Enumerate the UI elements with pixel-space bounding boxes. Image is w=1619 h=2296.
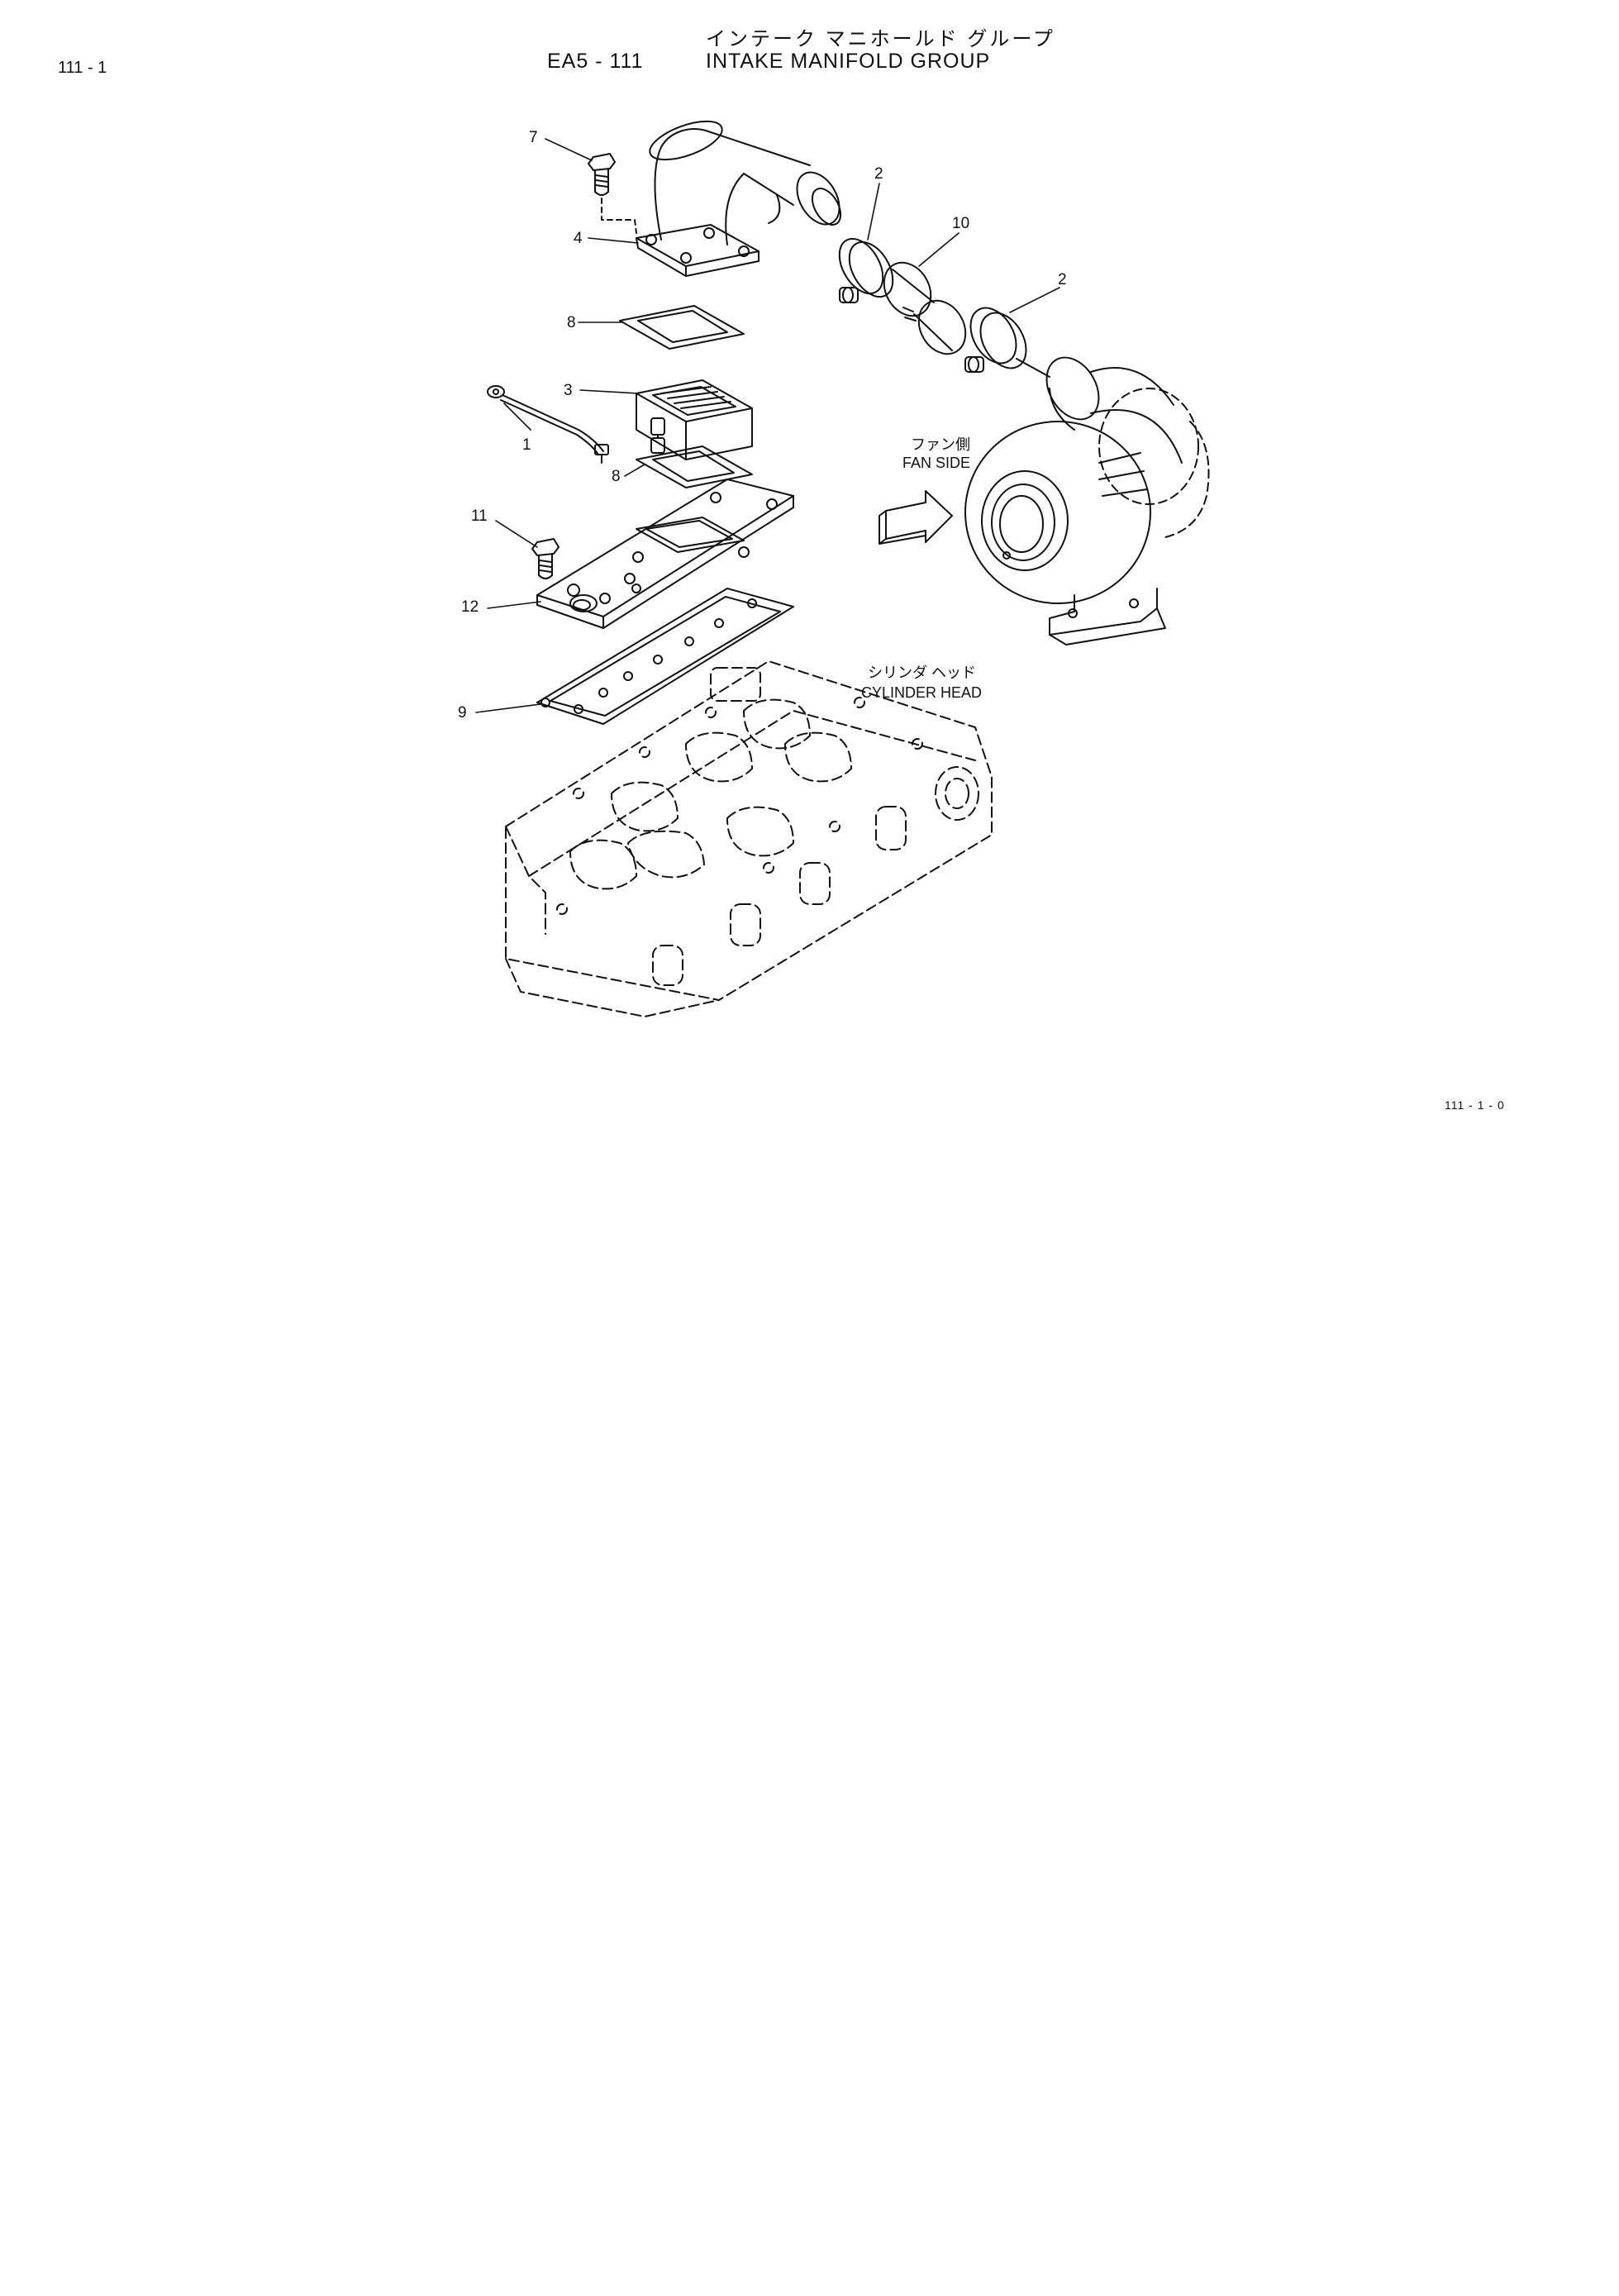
fan-side-label: FAN SIDE xyxy=(902,455,970,471)
gasket-part-8-lower xyxy=(636,445,753,488)
hose-part-10 xyxy=(883,261,967,355)
hose-clamp-part-2-lower xyxy=(964,307,1050,378)
callout-11: 11 xyxy=(471,507,488,525)
callout-2-upper: 2 xyxy=(874,165,883,183)
cylinder-head-label-japanese: シリンダ ヘッド xyxy=(868,665,976,681)
gasket-part-8-upper xyxy=(619,305,745,350)
section-code: EA5 - 111 xyxy=(547,50,644,73)
fan-side-arrow-icon xyxy=(879,490,953,545)
title-japanese: インテーク マニホールド グループ xyxy=(706,28,1055,50)
fan-side-label-japanese: ファン側 xyxy=(911,436,970,453)
page-title: INTAKE MANIFOLD GROUP xyxy=(706,50,991,73)
callout-9: 9 xyxy=(458,704,467,722)
annotation-labels: ファン側 FAN SIDE シリンダ ヘッド CYLINDER HEAD xyxy=(861,436,982,701)
manifold-gasket-part-9 xyxy=(536,588,794,725)
callout-4: 4 xyxy=(574,230,583,247)
turbocharger xyxy=(964,356,1210,645)
bolt-part-11 xyxy=(531,538,560,579)
intake-elbow-part-4 xyxy=(636,120,842,277)
callout-3: 3 xyxy=(564,382,573,399)
wire-harness-part-1 xyxy=(487,385,609,464)
callout-10: 10 xyxy=(952,215,969,232)
page-code: 111 - 1 xyxy=(58,59,107,77)
leader-lines xyxy=(475,138,1060,713)
callout-7: 7 xyxy=(529,129,538,146)
callout-12: 12 xyxy=(461,598,479,616)
hose-clamp-part-2-upper xyxy=(838,237,894,303)
heater-block-part-3 xyxy=(636,379,753,460)
figure-code: 111 - 1 - 0 xyxy=(1445,1098,1505,1112)
callout-1: 1 xyxy=(522,436,531,454)
callout-8-upper: 8 xyxy=(567,314,576,331)
callout-labels: 7 4 2 10 2 8 3 1 8 11 12 9 xyxy=(458,129,1067,722)
callout-2-lower: 2 xyxy=(1058,271,1067,288)
cylinder-head xyxy=(505,660,993,1017)
bolt-part-7 xyxy=(588,153,637,234)
cylinder-head-label: CYLINDER HEAD xyxy=(861,684,982,701)
callout-8-lower: 8 xyxy=(612,468,621,485)
